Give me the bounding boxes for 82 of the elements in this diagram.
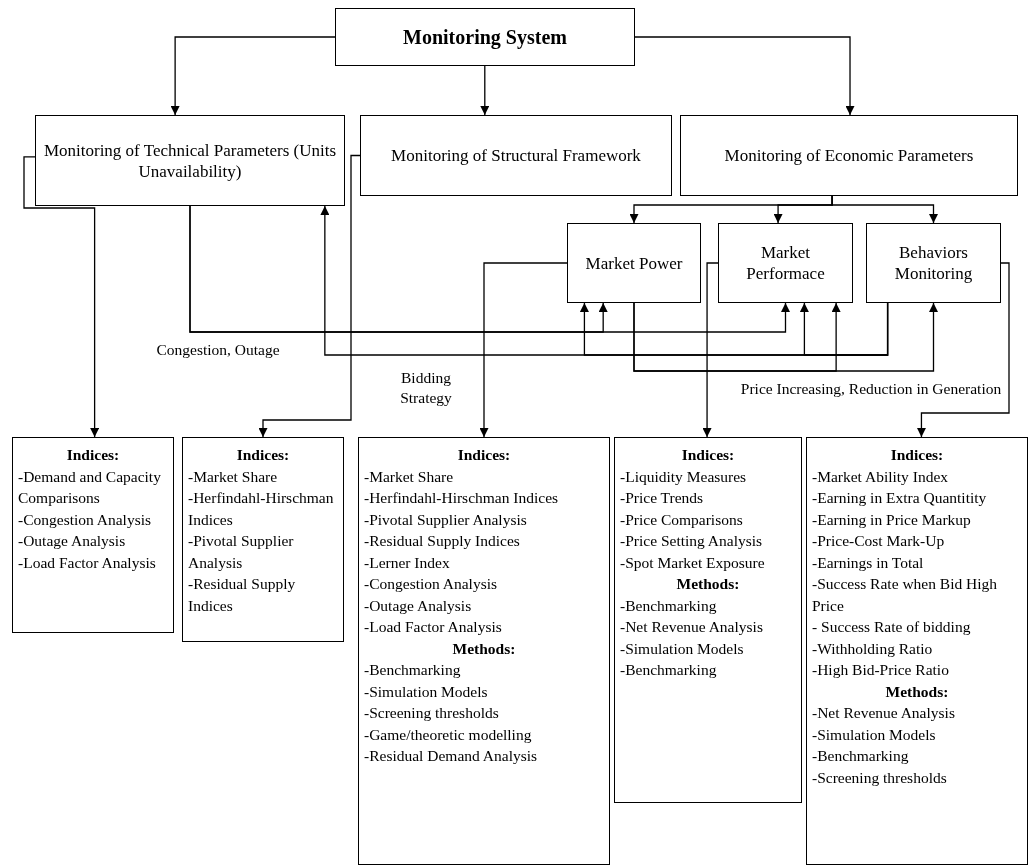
list-item: -Earning in Extra Quantitity <box>812 488 988 508</box>
process-box <box>360 115 672 196</box>
list-item: -Benchmarking <box>620 595 718 616</box>
list-item: -Benchmarking <box>364 660 462 680</box>
list-item: -Net Revenue Analysis <box>812 703 956 723</box>
list-item: -Load Factor Analysis <box>364 617 503 637</box>
list-item: -Congestion Analysis <box>364 574 499 594</box>
list-item: -Withholding Ratio <box>812 638 934 659</box>
list-item: -Pivotal Supplier Analysis <box>188 531 295 573</box>
list-heading: Methods: <box>675 574 741 594</box>
arrow <box>634 36 855 116</box>
list-item: -Benchmarking <box>620 660 718 680</box>
list-heading: Indices: <box>65 445 121 465</box>
box-label: Behaviors Monitoring <box>893 242 974 284</box>
arrow <box>633 302 841 372</box>
list-item: -Earnings in Total <box>812 552 925 573</box>
list-item: -Screening thresholds <box>364 703 500 723</box>
list-item: -Residual Demand Analysis <box>364 746 539 766</box>
list-item: -Success Rate when Bid High Price <box>812 574 999 616</box>
list-item: -Market Ability Index <box>812 466 950 487</box>
list-item: -Simulation Models <box>812 724 937 745</box>
list-item: - Success Rate of bidding <box>812 617 972 637</box>
list-item: -Residual Supply Indices <box>188 574 297 616</box>
process-box <box>866 223 1001 303</box>
box-label: Monitoring of Economic Parameters <box>724 145 974 166</box>
arrow <box>479 262 568 438</box>
arrow <box>258 154 361 438</box>
list-item: -Load Factor Analysis <box>18 552 157 573</box>
list-heading: Indices: <box>235 445 291 465</box>
list-item: -Market Share <box>188 466 279 487</box>
list-item: -Price-Cost Mark-Up <box>812 531 946 551</box>
list-item: -Simulation Models <box>364 681 489 702</box>
list-box <box>12 437 174 633</box>
process-box <box>35 115 345 206</box>
arrow <box>170 36 336 116</box>
list-heading: Methods: <box>451 638 517 659</box>
list-item: -Outage Analysis <box>18 531 127 551</box>
list-item: -Net Revenue Analysis <box>620 617 764 637</box>
list-item: -Screening thresholds <box>812 767 948 788</box>
list-item: -Price Comparisons <box>620 509 744 530</box>
list-item: -Liquidity Measures <box>620 466 748 487</box>
list-item: -Spot Market Exposure <box>620 552 766 573</box>
box-label: Monitoring of Technical Parameters (Units Unavailability) <box>42 139 338 182</box>
process-box <box>680 115 1018 196</box>
list-box <box>182 437 344 642</box>
process-box <box>335 8 635 66</box>
list-item: -Game/theoretic modelling <box>364 724 533 745</box>
list-item: -Price Trends <box>620 488 705 508</box>
list-box <box>614 437 802 803</box>
process-box <box>718 223 853 303</box>
list-item: -Herfindahl-Hirschman Indices <box>188 488 335 530</box>
list-item: -Pivotal Supplier Analysis <box>364 509 528 530</box>
list-heading: Methods: <box>884 681 950 702</box>
list-item: -Congestion Analysis <box>18 509 153 530</box>
list-heading: Indices: <box>889 445 945 465</box>
list-heading: Indices: <box>456 445 512 465</box>
list-item: -Market Share <box>364 466 455 487</box>
box-label: Market Performace <box>745 242 826 284</box>
arrow <box>799 302 889 356</box>
list-item: -Lerner Index <box>364 552 451 573</box>
list-item: -Earning in Price Markup <box>812 509 972 530</box>
list-box <box>806 437 1028 865</box>
arrow <box>189 205 790 333</box>
arrow <box>702 262 719 438</box>
box-label: Monitoring System <box>403 26 567 48</box>
list-item: -Herfindahl-Hirschman Indices <box>364 488 560 508</box>
process-box <box>567 223 701 303</box>
list-heading: Indices: <box>680 445 736 465</box>
arrow <box>480 65 490 116</box>
arrow <box>23 156 100 438</box>
list-item: -Outage Analysis <box>364 595 473 616</box>
list-item: -Benchmarking <box>812 746 910 766</box>
arrow <box>831 195 938 224</box>
arrow <box>916 262 1010 438</box>
box-label: Market Power <box>585 252 683 274</box>
list-item: -Demand and Capacity Comparisons <box>18 466 162 508</box>
list-item: -Residual Supply Indices <box>364 531 521 551</box>
list-item: -Simulation Models <box>620 638 745 659</box>
box-label: Monitoring of Structural Framework <box>391 145 641 166</box>
list-box <box>358 437 610 865</box>
list-item: -Price Setting Analysis <box>620 531 764 551</box>
list-item: -High Bid-Price Ratio <box>812 660 950 680</box>
